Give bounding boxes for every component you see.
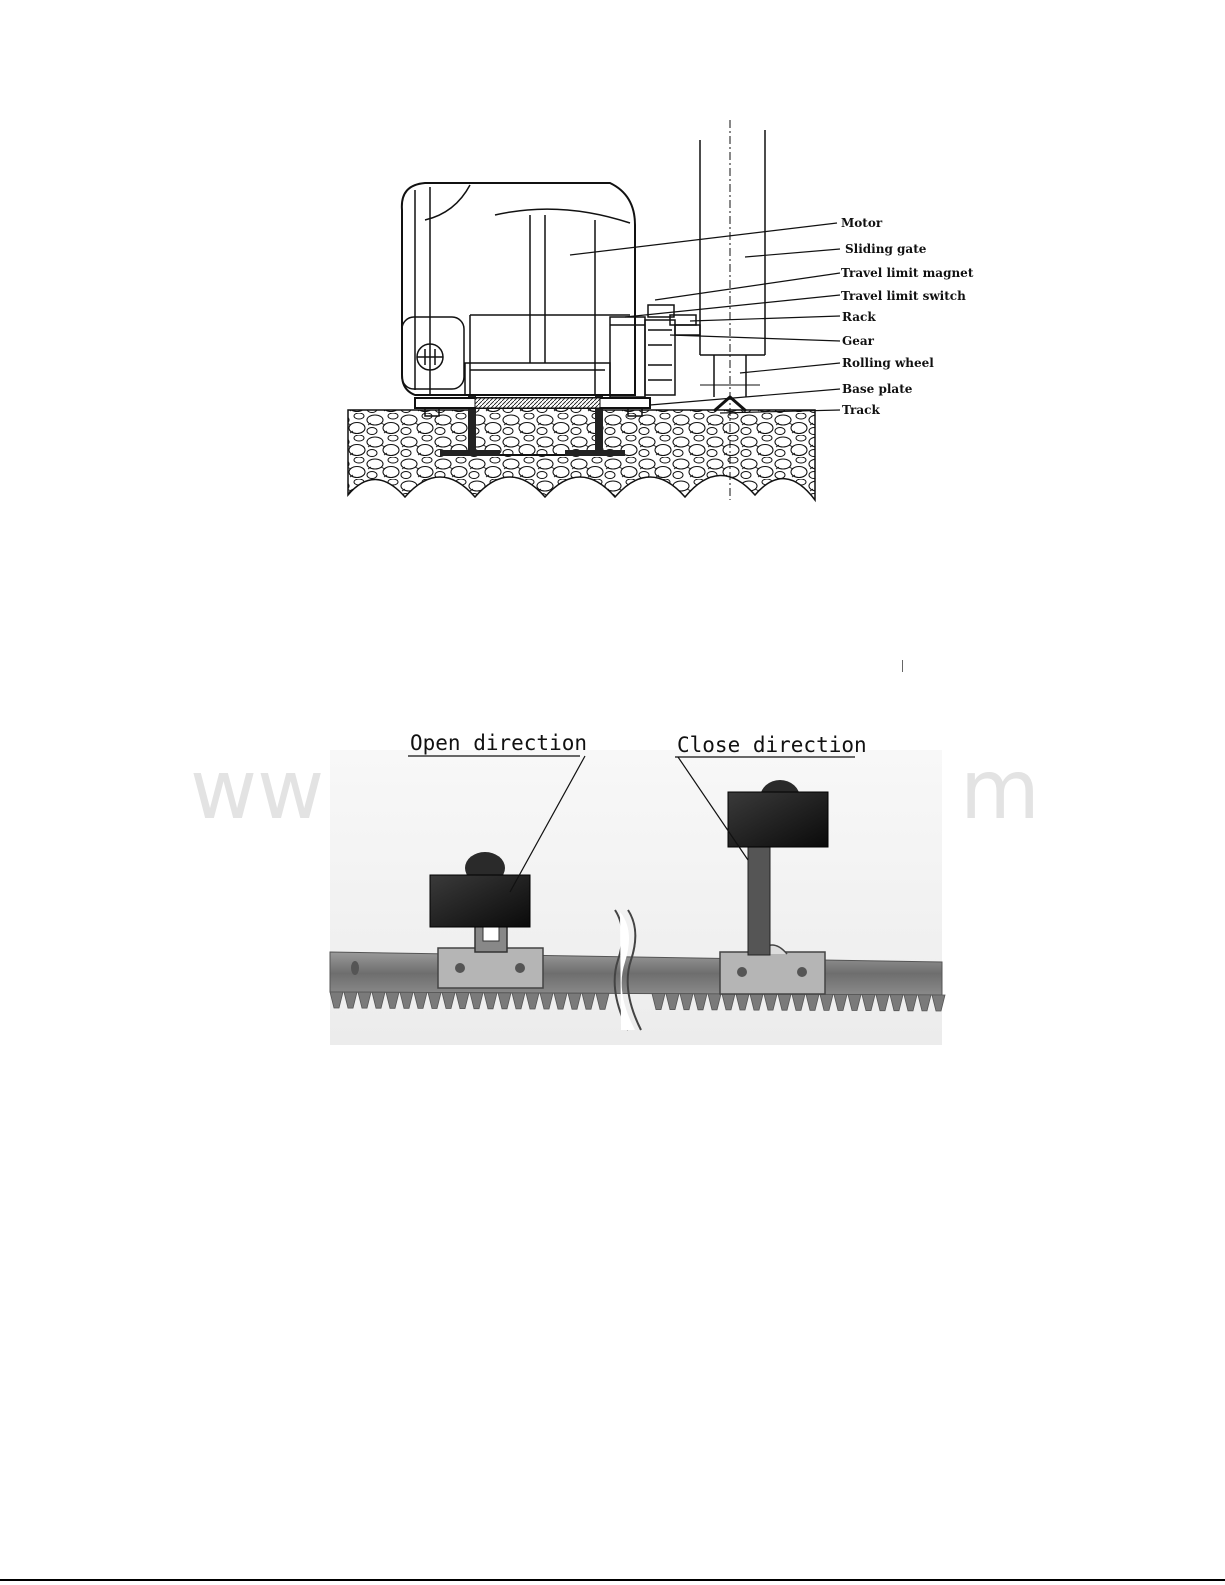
label-travel-limit-magnet: Travel limit magnet — [841, 266, 974, 280]
limit-magnet-photo: ww m — [180, 700, 1040, 1060]
label-close-direction: Close direction — [677, 733, 867, 757]
label-track: Track — [842, 403, 880, 417]
watermark-right: m — [960, 743, 1040, 838]
label-travel-limit-switch: Travel limit switch — [841, 289, 966, 303]
component-labels: Motor Sliding gate Travel limit magnet T… — [841, 216, 974, 417]
label-gear: Gear — [842, 334, 875, 348]
label-base-plate: Base plate — [842, 382, 913, 396]
watermark-left: ww — [190, 743, 324, 838]
label-sliding-gate: Sliding gate — [845, 242, 927, 256]
motor-installation-diagram: Motor Sliding gate Travel limit magnet T… — [230, 105, 975, 505]
label-rack: Rack — [842, 310, 876, 324]
label-rolling-wheel: Rolling wheel — [842, 356, 934, 370]
label-open-direction: Open direction — [410, 731, 587, 755]
page-mark — [902, 660, 903, 672]
motor-housing — [402, 183, 645, 397]
footer-rule — [0, 1579, 1225, 1581]
gear-assembly — [645, 305, 700, 395]
label-motor: Motor — [841, 216, 883, 230]
